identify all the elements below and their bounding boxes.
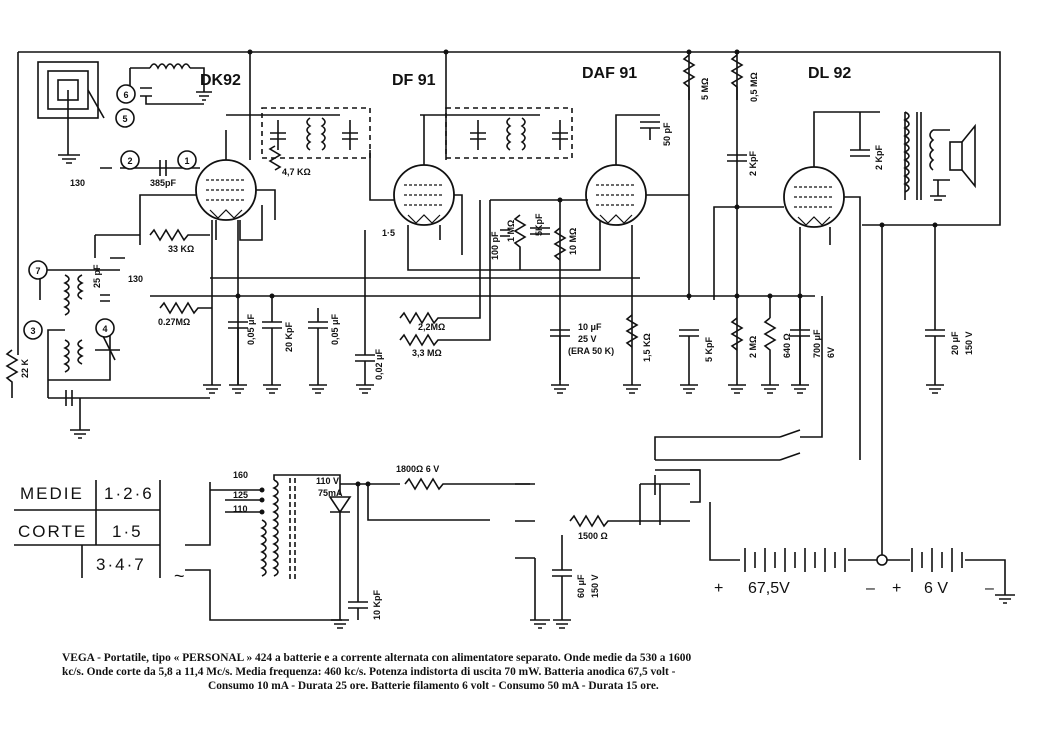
label-r22m: 2,2MΩ: [418, 322, 445, 332]
label-r15k: 1,5 KΩ: [642, 333, 652, 362]
supply-rails: [17, 51, 1001, 399]
reference-markers: 1 2 3 4 5 6 7: [23, 84, 197, 340]
label-c700-v: 6V: [826, 347, 836, 358]
rf-coils: [39, 234, 140, 439]
label-rect: 110 V: [316, 476, 339, 486]
capacitors: [65, 112, 945, 620]
label-tap125: 125: [233, 490, 248, 500]
label-c20: 20 μF: [950, 331, 960, 355]
marker-1: 1: [184, 156, 189, 166]
label-c5kpf: 5 KpF: [704, 336, 714, 362]
tube-label-dk92: DK92: [200, 72, 241, 89]
marker-4: 4: [102, 324, 107, 334]
label-c20-v: 150 V: [964, 331, 974, 355]
label-c2kb: 2 KpF: [874, 144, 884, 170]
label-r22k: 22 K: [20, 358, 30, 378]
label-r33m: 3,3 MΩ: [412, 348, 442, 358]
label-c100: 100 pF: [490, 231, 500, 260]
battery-filament-voltage: 6 V: [924, 580, 948, 597]
marker-5: 5: [122, 114, 127, 124]
frame-antenna: [37, 61, 105, 164]
label-c25: 25 pF: [92, 264, 102, 288]
label-c005b: 0,05 μF: [330, 313, 340, 345]
band-table-lines: [14, 480, 161, 578]
tube-dl92: [713, 111, 880, 460]
battery-anode-voltage: 67,5V: [748, 580, 790, 597]
label-r47k: 4,7 KΩ: [282, 167, 311, 177]
label-c60: 60 μF: [576, 574, 586, 598]
label-r640: 640 Ω: [782, 333, 792, 358]
label-grid15: 1·5: [382, 228, 395, 238]
label-tap110: 110: [233, 504, 248, 514]
label-c130b: 130: [128, 274, 143, 284]
label-c60-v: 150 V: [590, 574, 600, 598]
ground-symbols: [203, 384, 944, 629]
band-medie-value: 1·2·6: [104, 484, 154, 503]
battery-labels: + 67,5V – + 6 V – ~: [174, 566, 994, 597]
label-c10pf: 10 KpF: [372, 589, 382, 620]
label-r05m: 0,5 MΩ: [749, 72, 759, 102]
label-r1500: 1500 Ω: [578, 531, 608, 541]
label-c2k: 2 KpF: [748, 150, 758, 176]
label-r10m: 10 MΩ: [568, 228, 578, 255]
power-supply: [185, 225, 1015, 629]
band-other-value: 3·4·7: [96, 555, 146, 574]
label-r027m: 0.27MΩ: [158, 317, 190, 327]
marker-7: 7: [35, 266, 40, 276]
label-c005: 0,05 μF: [246, 313, 256, 345]
label-c20k: 20 KpF: [284, 321, 294, 352]
label-r5m: 5 MΩ: [700, 78, 710, 100]
tube-label-daf91: DAF 91: [582, 65, 637, 82]
caption-line-3: Consumo 10 mA - Durata 25 ore. Batterie …: [208, 680, 659, 692]
component-labels: 385pF 130 4,7 KΩ 33 KΩ 0.27MΩ 22 K 25 pF…: [20, 72, 974, 620]
label-c385: 385pF: [150, 178, 177, 188]
output-transformer: [903, 111, 976, 201]
band-corte-value: 1·5: [112, 522, 143, 541]
tube-df91: [364, 115, 601, 355]
band-corte-label: CORTE: [18, 522, 88, 541]
battery-minus-filament: –: [985, 580, 994, 597]
junction-dots: [235, 49, 938, 487]
caption-line-2: kc/s. Onde corte da 5,8 a 11,4 Mc/s. Med…: [62, 666, 676, 678]
label-r2m: 2 MΩ: [748, 336, 758, 358]
if-transformer-2: [420, 107, 573, 159]
label-c50: 50 pF: [662, 122, 672, 146]
label-c700: 700 μF: [812, 329, 822, 358]
resistors: [5, 54, 777, 528]
marker-6: 6: [123, 90, 128, 100]
label-c5k: 5KpF: [534, 213, 544, 236]
marker-3: 3: [30, 326, 35, 336]
battery-plus-anode: +: [714, 580, 723, 597]
band-medie-label: MEDIE: [20, 484, 84, 503]
label-r1m: 1 MΩ: [506, 220, 516, 242]
tube-label-df91: DF 91: [392, 72, 436, 89]
label-c10uf-v: 25 V: [578, 334, 597, 344]
caption-line-1: VEGA - Portatile, tipo « PERSONAL » 424 …: [62, 652, 692, 664]
label-c130: 130: [70, 178, 85, 188]
label-r33k: 33 KΩ: [168, 244, 194, 254]
label-c10uf: 10 μF: [578, 322, 602, 332]
label-c002: 0,02 μF: [374, 348, 384, 380]
label-c10uf-note: (ERA 50 K): [568, 346, 614, 356]
label-tap160: 160: [233, 470, 248, 480]
tube-label-dl92: DL 92: [808, 65, 851, 82]
label-rect-ma: 75mA: [318, 488, 343, 498]
ac-symbol: ~: [174, 566, 185, 586]
marker-2: 2: [127, 156, 132, 166]
battery-minus-anode: –: [866, 580, 875, 597]
diagram-caption: VEGA - Portatile, tipo « PERSONAL » 424 …: [62, 651, 922, 693]
oscillator-coil: [129, 63, 212, 105]
label-r1800: 1800Ω 6 V: [396, 464, 439, 474]
if-transformer-1: [226, 107, 395, 201]
battery-plus-filament: +: [892, 580, 901, 597]
